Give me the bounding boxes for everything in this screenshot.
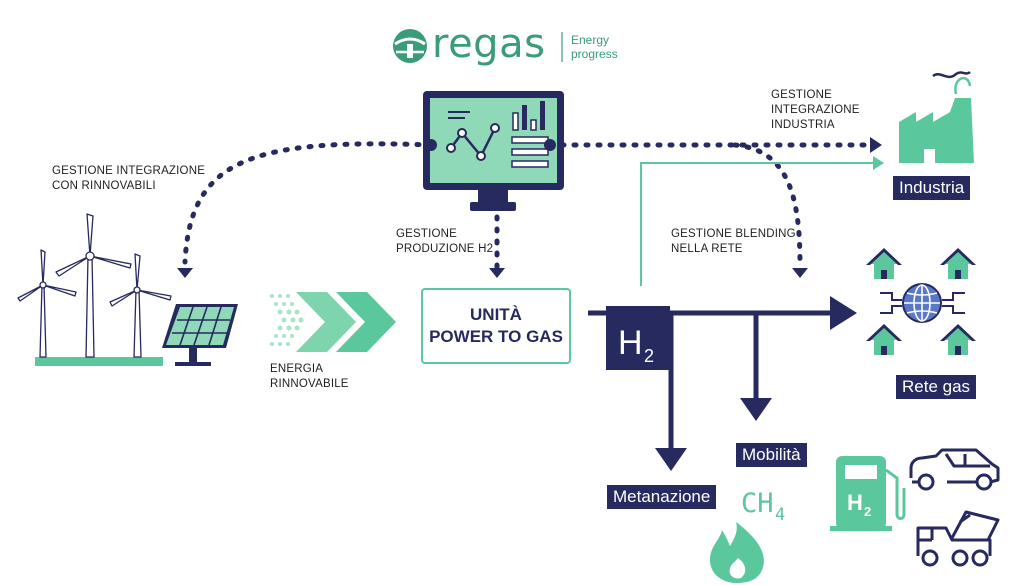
control-nodes <box>425 139 556 211</box>
regas-logo-icon <box>393 29 427 63</box>
h2-box <box>606 306 670 370</box>
flame-icon <box>710 522 764 583</box>
arrowhead-mobilita <box>740 398 772 421</box>
arrowhead-renewables <box>177 268 193 278</box>
label-gestione-industria: GESTIONE INTEGRAZIONE INDUSTRIA <box>771 89 860 131</box>
dotted-line-renewables <box>182 141 434 265</box>
ch4-symbol: CH <box>741 488 774 519</box>
node-left <box>425 139 437 151</box>
truck-icon <box>916 510 1000 567</box>
tag-rete-gas: Rete gas <box>896 375 977 399</box>
tag-industria: Industria <box>893 176 971 200</box>
label-gestione-rinnovabili: GESTIONE INTEGRAZIONE CON RINNOVABILI <box>52 165 206 192</box>
pump-h2-subscript: 2 <box>864 504 871 519</box>
brand-tagline-1: Energy <box>571 33 610 47</box>
label-gestione-blending: GESTIONE BLENDING NELLA RETE <box>671 228 796 255</box>
arrowhead-production <box>489 268 505 278</box>
houses-network-icon <box>866 248 976 355</box>
power-to-gas-line2: POWER TO GAS <box>429 327 563 346</box>
arrowhead-blending <box>792 268 808 278</box>
h2-subscript: 2 <box>644 346 654 366</box>
brand-tagline-2: progress <box>571 47 618 61</box>
energy-chevrons-icon <box>270 292 396 352</box>
power-to-gas-box: UNITÀ POWER TO GAS <box>421 288 571 364</box>
wind-turbines-icon <box>17 213 172 366</box>
factory-icon <box>899 70 974 163</box>
arrowhead-metanazione <box>655 448 687 471</box>
node-bottom <box>491 199 503 211</box>
arrowhead-industry <box>870 137 882 153</box>
dotted-arrowheads <box>177 137 882 278</box>
green-line-industry <box>640 162 875 286</box>
label-energia-rinnovabile: ENERGIA RINNOVABILE <box>270 363 349 390</box>
h2-symbol: H <box>618 324 643 362</box>
monitor-icon <box>423 91 564 211</box>
brand-name: regas <box>432 21 546 67</box>
arrowhead-rete-gas <box>830 296 857 330</box>
ch4-subscript: 4 <box>775 505 785 525</box>
tag-metanazione: Metanazione <box>607 485 717 509</box>
dotted-line-blending <box>732 142 803 268</box>
fuel-pump-icon <box>830 456 906 531</box>
car-icon <box>909 448 1000 491</box>
tag-mobilita: Mobilità <box>736 443 807 467</box>
green-arrowhead-industry <box>873 156 884 170</box>
power-to-gas-line1: UNITÀ <box>470 305 522 324</box>
node-right <box>544 139 556 151</box>
solar-panel-icon <box>162 304 238 366</box>
pump-h2-symbol: H <box>847 490 863 515</box>
control-dotted-lines <box>182 141 871 270</box>
label-gestione-produzione: GESTIONE PRODUZIONE H2 <box>396 228 494 255</box>
